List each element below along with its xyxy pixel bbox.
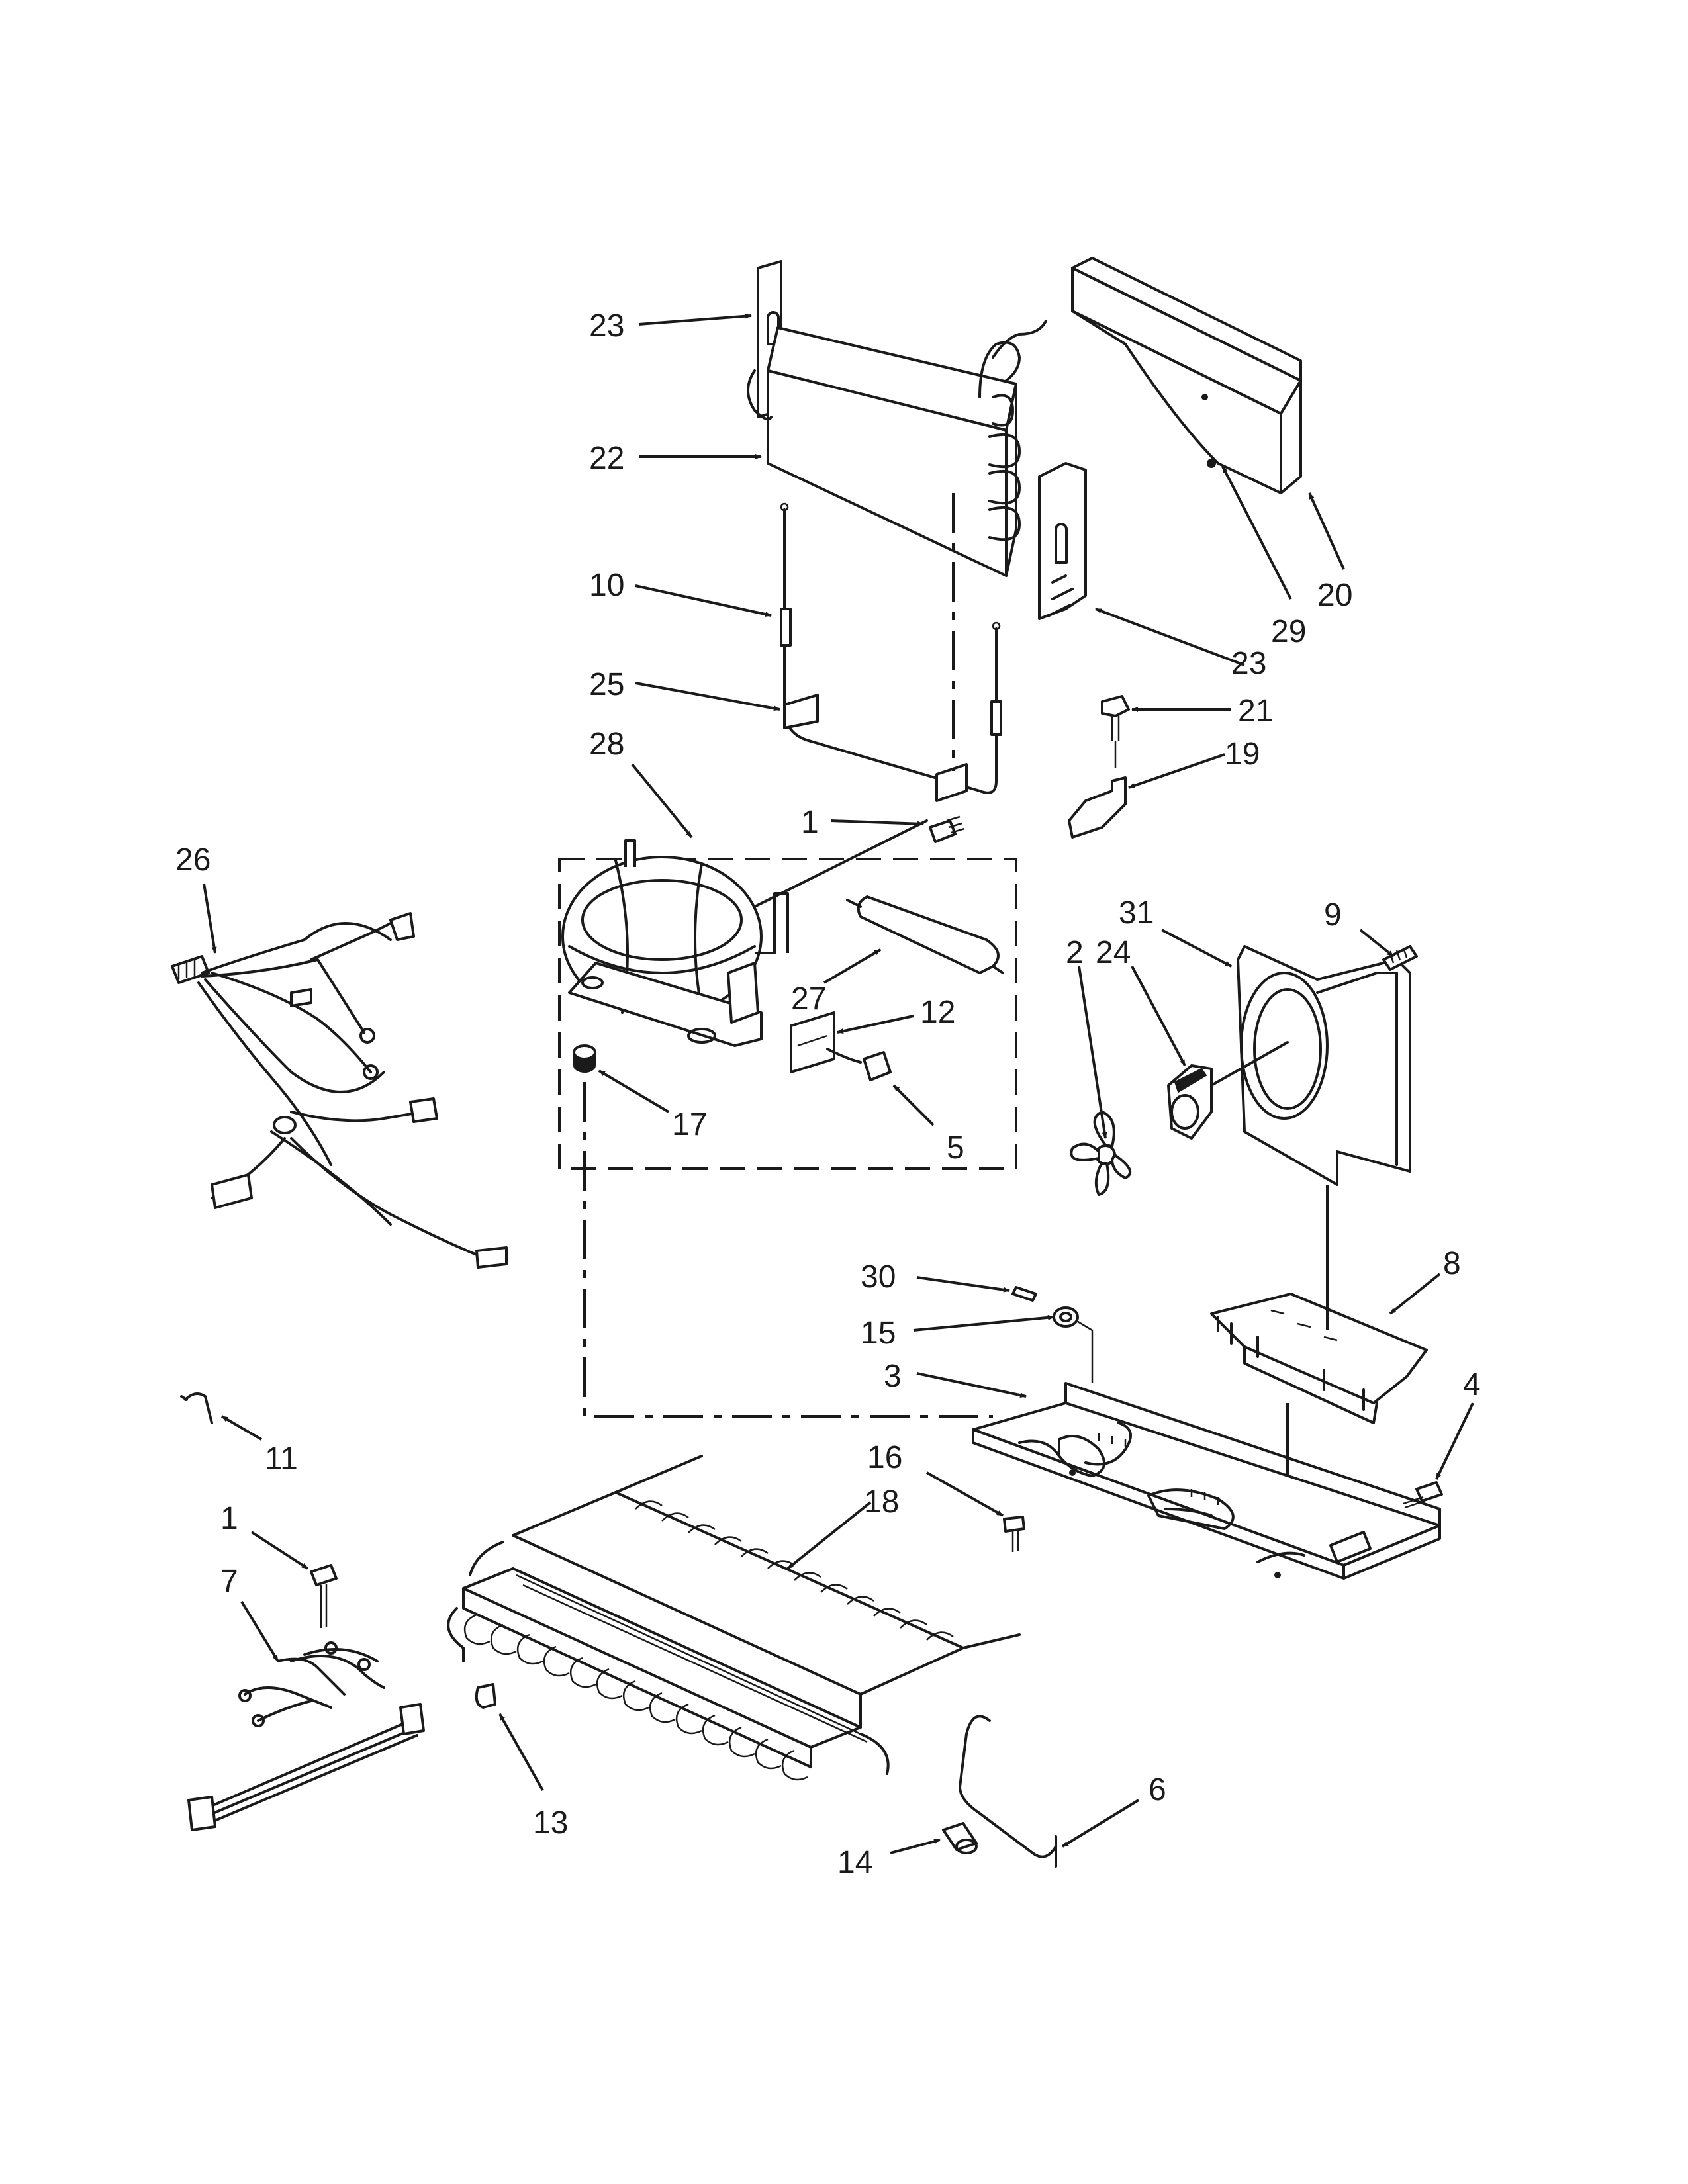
screw-bracket-part xyxy=(1068,695,1130,839)
screw-part xyxy=(929,815,965,843)
callout-3: 3 xyxy=(884,1359,902,1394)
callout-8: 8 xyxy=(1443,1246,1461,1281)
clip-11-part xyxy=(180,1392,213,1424)
grommet-15-part xyxy=(1053,1306,1079,1328)
callout-29: 29 xyxy=(1271,614,1306,649)
callout-25: 25 xyxy=(589,667,624,702)
wire-harness-7-part xyxy=(187,1564,425,1831)
callout-1-top: 1 xyxy=(801,805,819,840)
callout-23-top: 23 xyxy=(589,308,624,343)
leader-lines xyxy=(203,313,1474,1854)
callout-7: 7 xyxy=(220,1564,238,1599)
drier-part xyxy=(846,895,1004,974)
callout-14: 14 xyxy=(837,1845,872,1880)
condenser-coil-loops xyxy=(463,1500,954,1781)
fan-motor-part xyxy=(1167,1041,1289,1140)
callout-30: 30 xyxy=(861,1259,896,1295)
wire-harness-part xyxy=(171,912,508,1269)
callout-4: 4 xyxy=(1463,1367,1481,1402)
callout-9: 9 xyxy=(1324,897,1342,933)
callout-20: 20 xyxy=(1317,578,1352,613)
clip-13-part xyxy=(475,1683,496,1709)
fan-shroud-part xyxy=(1237,945,1411,1186)
screw-16-part xyxy=(1003,1516,1025,1552)
callout-17: 17 xyxy=(672,1107,707,1142)
callout-19: 19 xyxy=(1225,737,1260,772)
tube-6-part xyxy=(959,1715,1057,1868)
overload-part xyxy=(863,1051,892,1081)
callout-labels: 23 22 10 25 28 1 20 29 23 21 19 26 27 12… xyxy=(175,308,1481,1880)
callout-16: 16 xyxy=(867,1440,902,1475)
spacer-30-part xyxy=(1011,1286,1037,1302)
grommet-wire xyxy=(1075,1319,1094,1383)
compressor-assembly-box xyxy=(558,858,1017,1170)
shroud-mount-part xyxy=(1210,1293,1428,1424)
callout-21: 21 xyxy=(1238,694,1273,729)
callout-6: 6 xyxy=(1149,1772,1166,1807)
callout-18: 18 xyxy=(864,1484,899,1520)
callout-1-bottom: 1 xyxy=(220,1501,238,1536)
relay-part xyxy=(790,1011,862,1073)
drain-bracket-part xyxy=(783,694,968,802)
callout-31: 31 xyxy=(1119,895,1154,931)
callout-11: 11 xyxy=(265,1441,298,1477)
callout-15: 15 xyxy=(861,1316,896,1351)
callout-12: 12 xyxy=(920,995,955,1030)
callout-5: 5 xyxy=(947,1130,964,1165)
evaporator-part xyxy=(747,260,1087,620)
compressor-to-base-line xyxy=(583,1082,993,1418)
compressor-part xyxy=(561,819,928,1047)
fan-blade-part xyxy=(1070,1111,1132,1196)
callout-23-right: 23 xyxy=(1231,646,1266,681)
condenser-part xyxy=(447,1455,1021,1781)
base-screw-part xyxy=(1403,1481,1443,1509)
base-plate-part xyxy=(972,1382,1441,1580)
sleeve-14-part xyxy=(942,1822,978,1854)
grommet-part xyxy=(573,1044,596,1073)
callout-2: 2 xyxy=(1066,935,1084,970)
callout-13: 13 xyxy=(533,1805,568,1841)
callout-28: 28 xyxy=(589,727,624,762)
callout-10: 10 xyxy=(589,568,624,603)
callout-24: 24 xyxy=(1096,935,1131,970)
evaporator-cover-part xyxy=(1071,257,1302,494)
callout-26: 26 xyxy=(175,842,211,878)
callout-22: 22 xyxy=(589,441,624,476)
callout-27: 27 xyxy=(791,981,826,1017)
